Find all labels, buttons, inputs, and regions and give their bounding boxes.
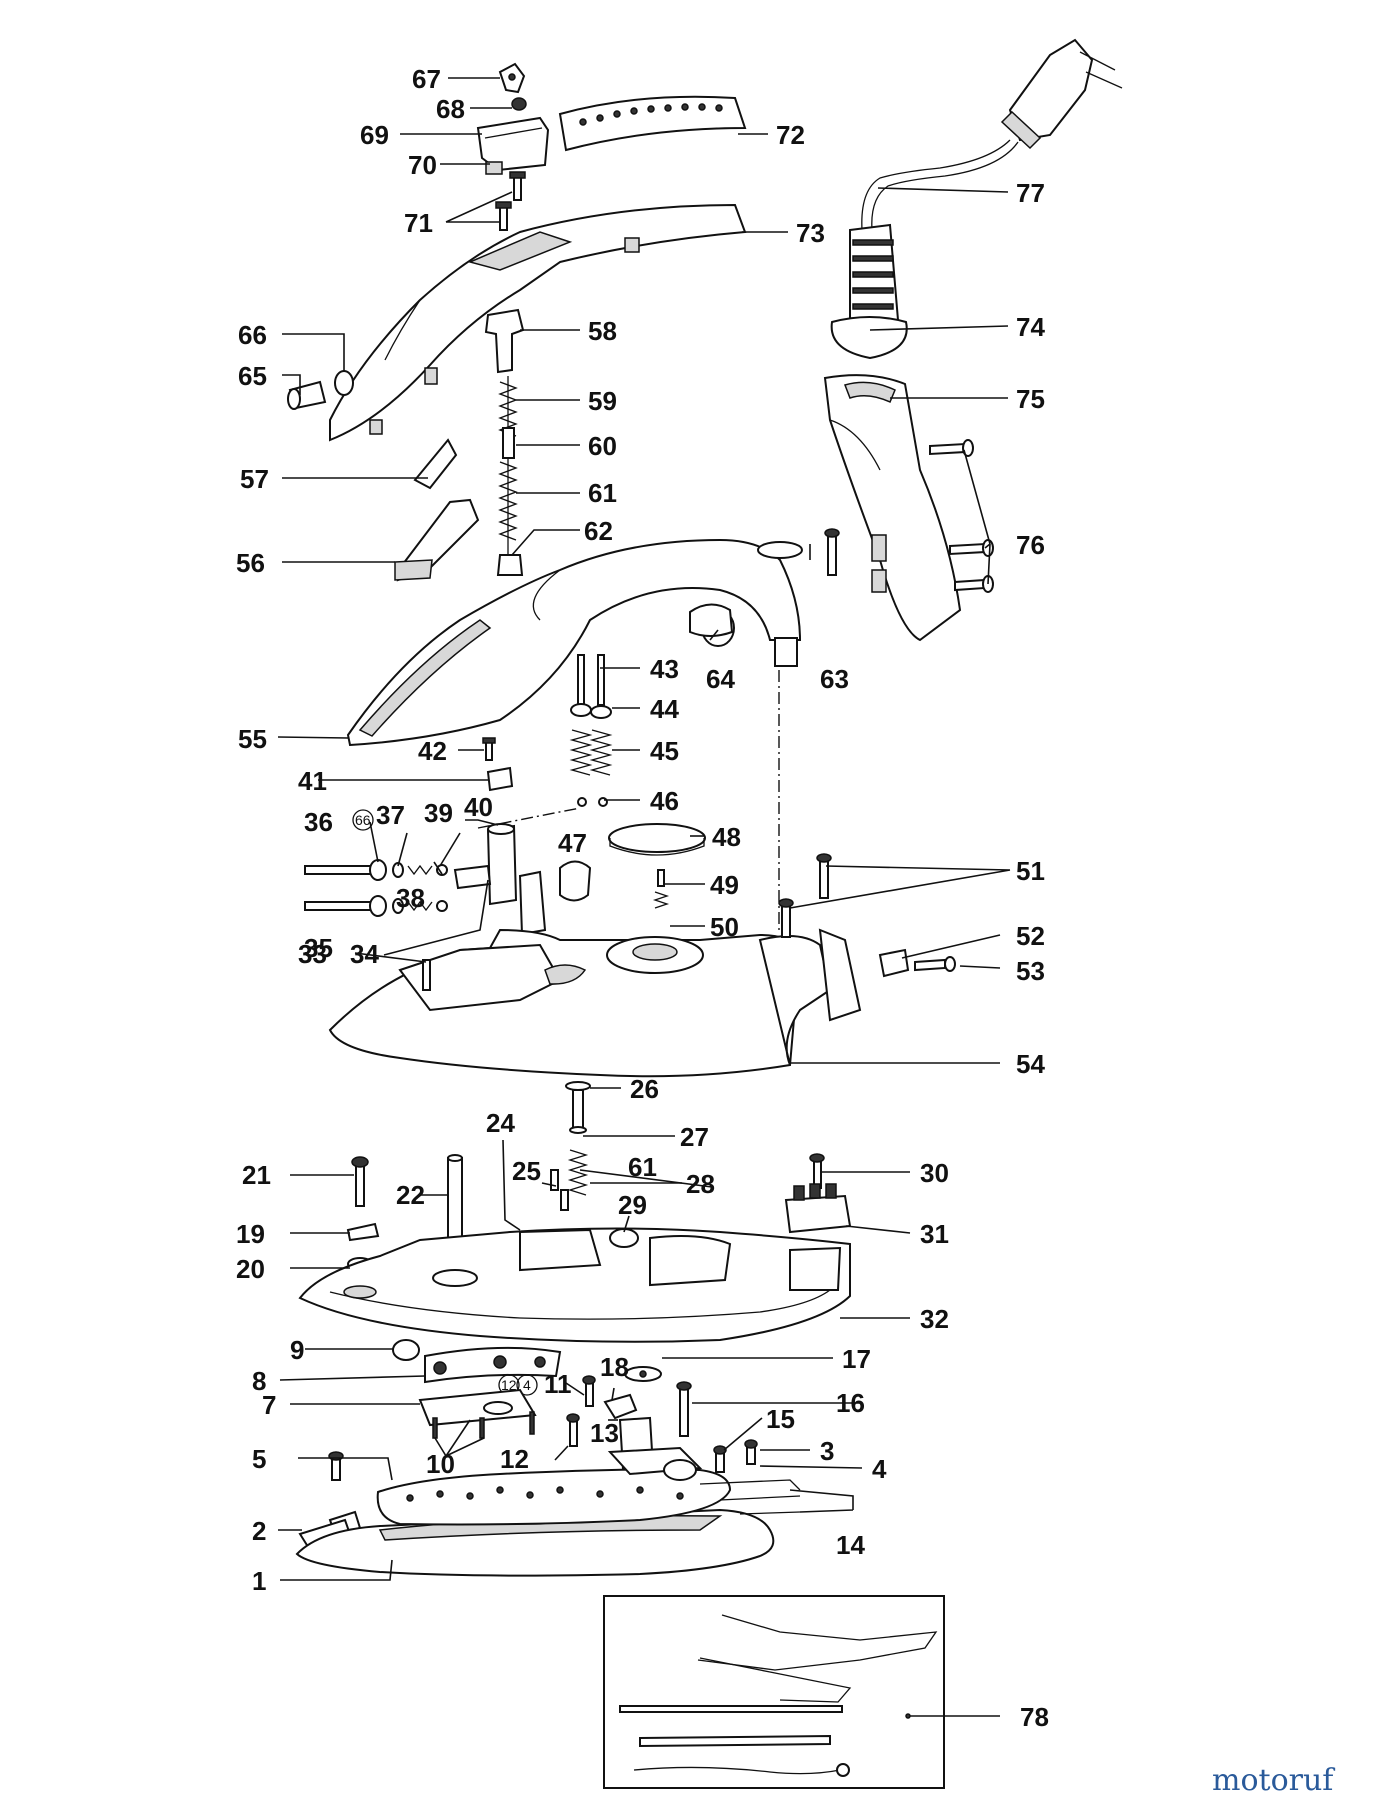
label-28: 28 — [686, 1169, 715, 1199]
label-54: 54 — [1016, 1049, 1045, 1079]
label-67: 67 — [412, 64, 441, 94]
label-45: 45 — [650, 736, 679, 766]
label-74: 74 — [1016, 312, 1045, 342]
label-50: 50 — [710, 912, 739, 942]
label-64: 64 — [706, 664, 735, 694]
label-63: 63 — [820, 664, 849, 694]
label-26: 26 — [630, 1074, 659, 1104]
label-32: 32 — [920, 1304, 949, 1334]
label-53: 53 — [1016, 956, 1045, 986]
label-49: 49 — [710, 870, 739, 900]
label-59: 59 — [588, 386, 617, 416]
label-37: 37 — [376, 800, 405, 830]
label-34: 34 — [350, 939, 379, 969]
label-76: 76 — [1016, 530, 1045, 560]
label-72: 72 — [776, 120, 805, 150]
label-55: 55 — [238, 724, 267, 754]
label-30: 30 — [920, 1158, 949, 1188]
label-36: 36 — [304, 807, 333, 837]
label-31: 31 — [920, 1219, 949, 1249]
label-71: 71 — [404, 208, 433, 238]
label-1: 1 — [252, 1566, 266, 1596]
label-61b: 61 — [628, 1152, 657, 1182]
label-41: 41 — [298, 766, 327, 796]
label-40: 40 — [464, 792, 493, 822]
label-44: 44 — [650, 694, 679, 724]
label-35: 35 — [304, 933, 333, 963]
wiring-inset — [603, 1595, 945, 1789]
label-19: 19 — [236, 1219, 265, 1249]
housing-assembly — [304, 528, 956, 1078]
label-39: 39 — [424, 798, 453, 828]
label-29: 29 — [618, 1190, 647, 1220]
leader-lines — [277, 77, 1011, 1717]
label-52: 52 — [1016, 921, 1045, 951]
label-15: 15 — [766, 1404, 795, 1434]
label-42: 42 — [418, 736, 447, 766]
label-25: 25 — [512, 1156, 541, 1186]
label-66: 66 — [238, 320, 267, 350]
label-47: 47 — [558, 828, 587, 858]
circled-mark-4: 4 — [523, 1377, 531, 1393]
circled-mark-12: 12 — [501, 1377, 517, 1393]
label-75: 75 — [1016, 384, 1045, 414]
label-8: 8 — [252, 1366, 266, 1396]
watermark-logo: motoruf — [1212, 1763, 1335, 1798]
cord-rear-assembly — [823, 38, 1123, 642]
label-27: 27 — [680, 1122, 709, 1152]
label-78: 78 — [1020, 1702, 1049, 1732]
label-2: 2 — [252, 1516, 266, 1546]
label-48: 48 — [712, 822, 741, 852]
label-11: 11 — [544, 1369, 572, 1399]
label-14: 14 — [836, 1530, 865, 1560]
label-68: 68 — [436, 94, 465, 124]
label-3: 3 — [820, 1436, 834, 1466]
label-9: 9 — [290, 1335, 304, 1365]
label-51: 51 — [1016, 856, 1045, 886]
circled-mark-66: 66 — [355, 812, 371, 828]
label-18: 18 — [600, 1352, 629, 1382]
label-43: 43 — [650, 654, 679, 684]
label-33: 33 — [298, 939, 327, 969]
label-5: 5 — [252, 1444, 266, 1474]
label-21: 21 — [242, 1160, 271, 1190]
label-70: 70 — [408, 150, 437, 180]
label-38: 38 — [396, 883, 425, 913]
label-62: 62 — [584, 516, 613, 546]
label-16: 16 — [836, 1388, 865, 1418]
handle-top-assembly — [287, 62, 747, 582]
label-24: 24 — [486, 1108, 515, 1138]
label-20: 20 — [236, 1254, 265, 1284]
soleplate-cover-assembly — [298, 1081, 852, 1343]
label-17: 17 — [842, 1344, 871, 1374]
label-13: 13 — [590, 1418, 619, 1448]
label-73: 73 — [796, 218, 825, 248]
label-69: 69 — [360, 120, 389, 150]
label-10: 10 — [426, 1449, 455, 1479]
label-46: 46 — [650, 786, 679, 816]
label-58: 58 — [588, 316, 617, 346]
label-56: 56 — [236, 548, 265, 578]
label-22: 22 — [396, 1180, 425, 1210]
label-77: 77 — [1016, 178, 1045, 208]
label-12: 12 — [500, 1444, 529, 1474]
part-labels: 1 2 3 4 5 7 8 9 10 11 12 13 14 15 16 17 … — [236, 64, 1049, 1732]
label-61: 61 — [588, 478, 617, 508]
label-65: 65 — [238, 361, 267, 391]
label-7: 7 — [262, 1390, 276, 1420]
label-60: 60 — [588, 431, 617, 461]
soleplate-assembly — [295, 1339, 801, 1577]
label-57: 57 — [240, 464, 269, 494]
label-4: 4 — [872, 1454, 887, 1484]
